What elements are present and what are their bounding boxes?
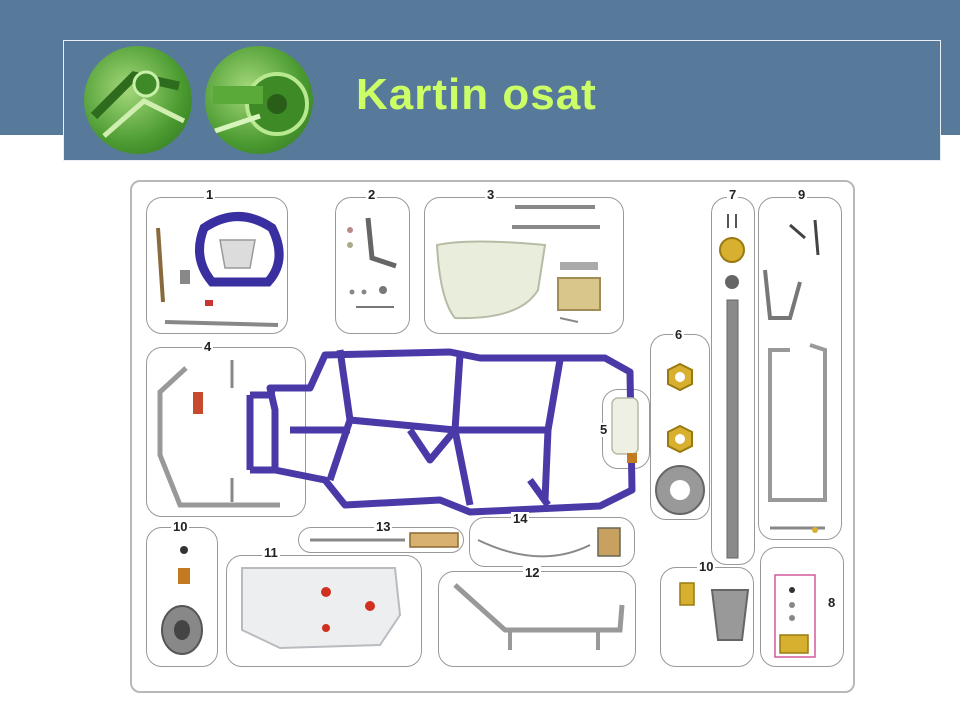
steering-wheel-icon [156,212,284,327]
part-number-13: 13 [374,519,393,534]
part-number-12: 12 [523,565,542,580]
part-number-4: 4 [202,339,214,354]
sprocket-icon [774,574,816,658]
part-number-10-rear: 10 [697,559,716,574]
rear-wheel-icon [679,582,750,641]
fuel-tank-icon [611,397,639,463]
part-number-6: 6 [673,327,685,342]
panel-2-pedal [335,197,410,334]
hubs-icon [655,362,705,515]
part-number-1: 1 [204,187,216,202]
part-number-11: 11 [262,545,280,560]
rear-bumper-icon [453,583,625,650]
steering-column-icon [310,532,459,548]
part-number-9: 9 [796,187,808,202]
part-number-3: 3 [485,187,497,202]
part-number-8: 8 [826,595,838,610]
brake-assembly-icon [477,527,621,558]
part-number-2: 2 [366,187,378,202]
kart-frame-icon [246,348,636,516]
panel-12-rear-bumper [438,571,636,667]
part-number-14: 14 [511,511,530,526]
kart-steering-photo [84,46,192,154]
seat-icon [435,205,601,323]
front-wheel-icon [161,546,203,655]
page-title: Kartin osat [356,70,597,119]
kart-brake-photo [205,46,313,154]
side-bumper-icon [157,360,280,508]
part-number-10-front: 10 [171,519,190,534]
part-number-7: 7 [727,187,739,202]
nerf-bar-icon [763,219,827,533]
floor-tray-icon [241,567,402,650]
rear-axle-icon [719,214,745,559]
pedal-icon [347,217,397,308]
part-number-5: 5 [598,422,610,437]
